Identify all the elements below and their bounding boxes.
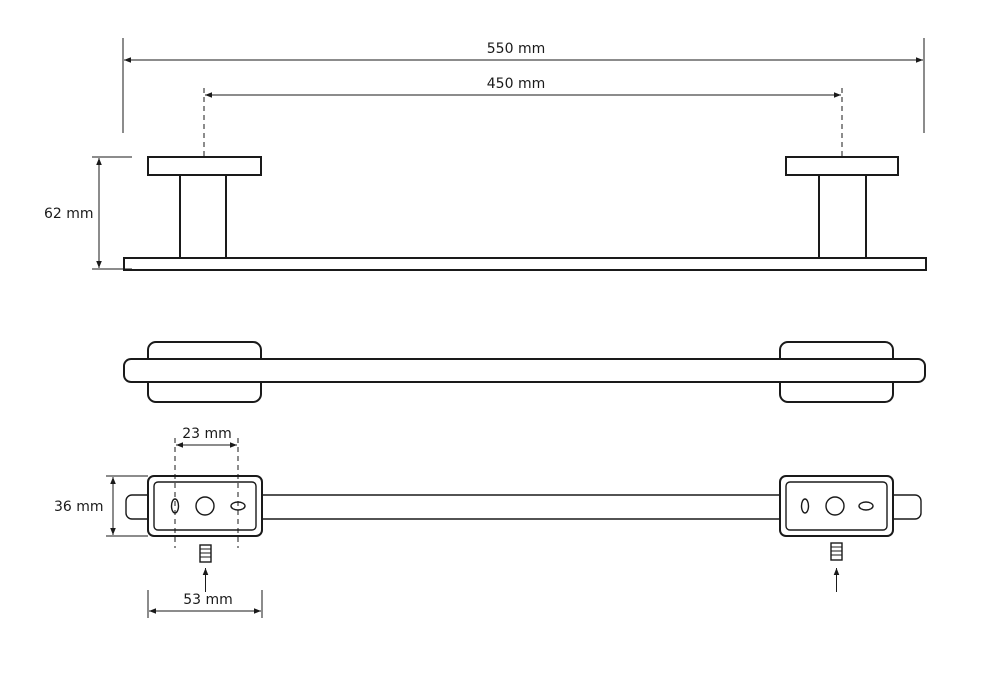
rail-bar-side — [123, 257, 927, 271]
dimension-hole-spacing: 450 mm — [203, 76, 843, 160]
right-mount-cap — [785, 156, 899, 176]
hole-spacing-label: 450 mm — [487, 76, 545, 92]
base-width-label: 53 mm — [183, 592, 233, 608]
overall-length-label: 550 mm — [487, 41, 545, 57]
right-mount-post — [818, 174, 867, 259]
rail-bar-bottom — [125, 494, 922, 520]
top-view — [123, 341, 926, 403]
rail-bar-top — [123, 358, 926, 383]
dimension-overall-length: 550 mm — [122, 38, 925, 133]
right-slot-hole-vertical — [800, 498, 810, 514]
depth-label: 36 mm — [54, 499, 104, 515]
right-center-hole — [825, 496, 845, 516]
right-slot-hole-horizontal — [858, 501, 874, 511]
dimension-screw-offset: 23 mm — [174, 426, 239, 548]
bottom-view — [125, 475, 922, 592]
dimension-depth: 36 mm — [54, 475, 148, 537]
left-set-screw-icon — [199, 544, 212, 592]
dimension-base-width: 53 mm — [147, 590, 263, 618]
right-set-screw-icon — [830, 542, 843, 592]
screw-offset-label: 23 mm — [182, 426, 232, 442]
left-mount-post — [179, 174, 227, 259]
left-mount-cap — [147, 156, 262, 176]
height-label: 62 mm — [44, 206, 94, 222]
front-view — [123, 156, 927, 271]
left-center-hole — [195, 496, 215, 516]
dimension-height: 62 mm — [44, 156, 132, 270]
